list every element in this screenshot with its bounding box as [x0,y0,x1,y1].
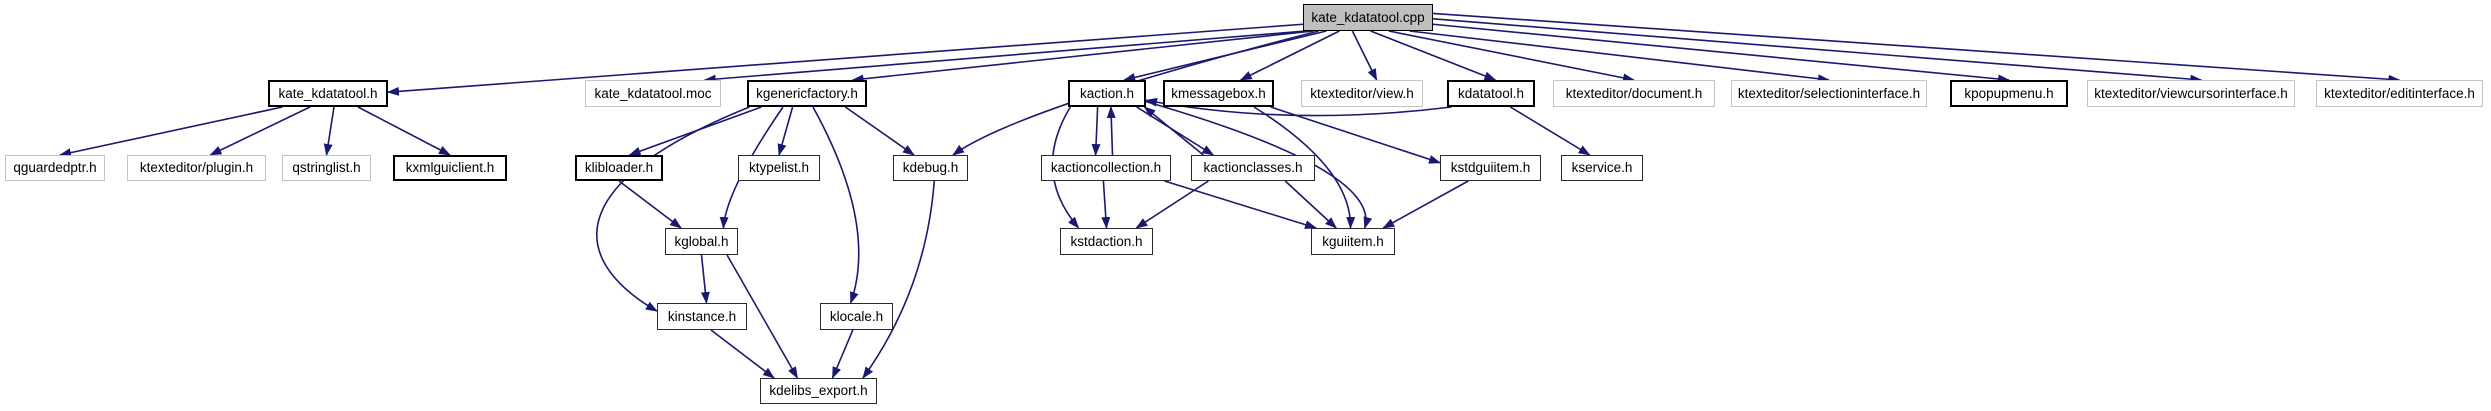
edge-kate-kdatatool-cpp-to-ktexteditor-viewcursorinterface-h [1432,18,2203,84]
graph-node-klibloader-h[interactable]: klibloader.h [575,155,663,181]
graph-node-kstdguiitem-h[interactable]: kstdguiitem.h [1440,155,1541,181]
graph-node-ktexteditor-viewcursorinterface-h: ktexteditor/viewcursorinterface.h [2087,80,2295,107]
graph-node-ktexteditor-editinterface-h: ktexteditor/editinterface.h [2316,80,2483,107]
edge-kate-kdatatool-cpp-to-kmessagebox-h [1239,30,1340,81]
edge-kgenericfactory-h-to-klibloader-h [628,106,762,156]
graph-node-klocale-h[interactable]: klocale.h [820,303,893,330]
edge-kate-kdatatool-h-to-qstringlist-h [323,106,335,156]
graph-node-qstringlist-h: qstringlist.h [282,155,371,181]
graph-node-kdatatool-h[interactable]: kdatatool.h [1447,80,1535,107]
edge-kaction-h-to-kactioncollection-h [1091,106,1101,156]
graph-node-ktexteditor-view-h: ktexteditor/view.h [1301,80,1423,107]
edge-kgenericfactory-h-to-kdebug-h [844,106,915,156]
graph-node-ktypelist-h[interactable]: ktypelist.h [738,155,820,181]
graph-node-kglobal-h[interactable]: kglobal.h [665,228,738,255]
edge-kglobal-h-to-kinstance-h [700,254,710,304]
edge-kstdguiitem-h-to-kguiitem-h [1382,180,1469,229]
graph-node-kate-kdatatool-moc: kate_kdatatool.moc [585,80,721,107]
graph-node-kactionclasses-h[interactable]: kactionclasses.h [1191,155,1315,181]
graph-node-kxmlguiclient-h[interactable]: kxmlguiclient.h [393,155,507,181]
graph-node-kpopupmenu-h[interactable]: kpopupmenu.h [1950,80,2068,107]
edge-kate-kdatatool-h-to-qguardedptr-h [59,106,283,158]
edge-kactioncollection-h-to-kguiitem-h [1164,180,1317,230]
edge-kate-kdatatool-cpp-to-kpopupmenu-h [1432,23,2010,84]
graph-node-kactioncollection-h[interactable]: kactioncollection.h [1041,155,1171,181]
graph-node-kmessagebox-h[interactable]: kmessagebox.h [1163,80,1274,107]
edge-kate-kdatatool-cpp-to-kaction-h [1123,30,1327,82]
edge-kgenericfactory-h-to-klocale-h [812,106,860,304]
edge-kdebug-h-to-kdelibs-export-h [862,180,936,379]
edge-kate-kdatatool-cpp-to-ktexteditor-view-h [1351,30,1378,81]
edge-kgenericfactory-h-to-kinstance-h [596,106,750,312]
edge-kactionclasses-h-to-kstdaction-h [1135,180,1209,229]
graph-node-kdebug-h[interactable]: kdebug.h [893,155,968,181]
graph-node-kguiitem-h[interactable]: kguiitem.h [1311,228,1395,255]
graph-node-kaction-h[interactable]: kaction.h [1068,80,1146,107]
edge-kate-kdatatool-cpp-to-kdatatool-h [1370,30,1497,81]
graph-node-kservice-h[interactable]: kservice.h [1561,155,1643,181]
edge-kactionclasses-h-to-kaction-h [1143,106,1204,156]
graph-node-kinstance-h[interactable]: kinstance.h [657,303,747,330]
edge-kate-kdatatool-cpp-to-ktexteditor-selectioninterface-h [1409,30,1830,84]
graph-node-ktexteditor-selectioninterface-h: ktexteditor/selectioninterface.h [1731,80,1927,107]
graph-node-kstdaction-h[interactable]: kstdaction.h [1060,228,1153,255]
edge-kdatatool-h-to-kservice-h [1509,106,1591,156]
edge-kate-kdatatool-h-to-kxmlguiclient-h [357,106,451,156]
graph-node-kate-kdatatool-h[interactable]: kate_kdatatool.h [268,80,388,107]
graph-node-kgenericfactory-h[interactable]: kgenericfactory.h [747,80,867,107]
edge-kate-kdatatool-cpp-to-kate-kdatatool-moc [703,30,1306,84]
graph-node-ktexteditor-plugin-h: ktexteditor/plugin.h [127,155,266,181]
edge-kinstance-h-to-kdelibs-export-h [710,329,775,379]
edge-kactioncollection-h-to-kaction-h [1106,106,1116,156]
edge-kaction-h-to-kactionclasses-h [1136,106,1215,156]
graph-node-qguardedptr-h: qguardedptr.h [5,155,105,181]
edge-kate-kdatatool-cpp-to-ktexteditor-editinterface-h [1432,12,2401,84]
edge-klocale-h-to-kdelibs-export-h [831,329,854,379]
edge-kate-kdatatool-h-to-ktexteditor-plugin-h [209,106,311,156]
edge-klibloader-h-to-kglobal-h [618,180,682,229]
graph-node-kate-kdatatool-cpp: kate_kdatatool.cpp [1303,4,1433,31]
edge-kate-kdatatool-cpp-to-ktexteditor-document-h [1388,30,1635,83]
edge-kactionclasses-h-to-kguiitem-h [1284,180,1337,229]
edge-kgenericfactory-h-to-ktypelist-h [777,106,794,156]
edge-kactioncollection-h-to-kstdaction-h [1101,180,1111,229]
graph-node-ktexteditor-document-h: ktexteditor/document.h [1553,80,1715,107]
edge-kate-kdatatool-cpp-to-kgenericfactory-h [851,30,1314,84]
graph-node-kdelibs-export-h[interactable]: kdelibs_export.h [760,378,877,404]
